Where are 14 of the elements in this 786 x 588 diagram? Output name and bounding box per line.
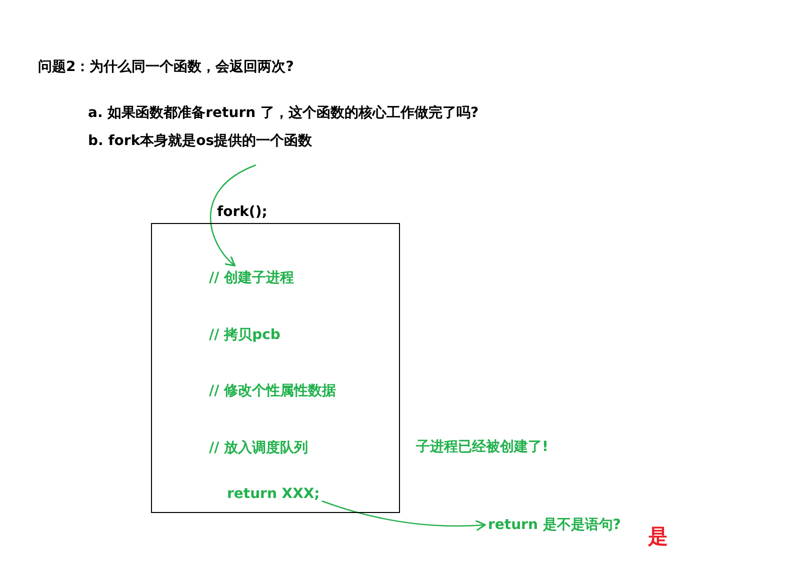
code-line: return XXX;: [227, 485, 320, 503]
arrow: [322, 500, 486, 532]
code-line: // 创建子进程: [209, 269, 294, 287]
arrow: [210, 164, 256, 266]
question-text: return 是不是语句?: [488, 516, 621, 534]
title: 问题2：为什么同一个函数，会返回两次?: [38, 58, 294, 76]
answer-text: 是: [648, 524, 668, 548]
function-call: fork();: [217, 203, 268, 221]
code-line: // 放入调度队列: [209, 439, 308, 457]
note-text: b. fork本身就是os提供的一个函数: [88, 132, 312, 150]
annotation-text: 子进程已经被创建了!: [416, 438, 548, 456]
code-line: // 拷贝pcb: [209, 326, 280, 344]
code-line: // 修改个性属性数据: [209, 382, 336, 400]
note-text: a. 如果函数都准备return 了，这个函数的核心工作做完了吗?: [88, 104, 479, 122]
